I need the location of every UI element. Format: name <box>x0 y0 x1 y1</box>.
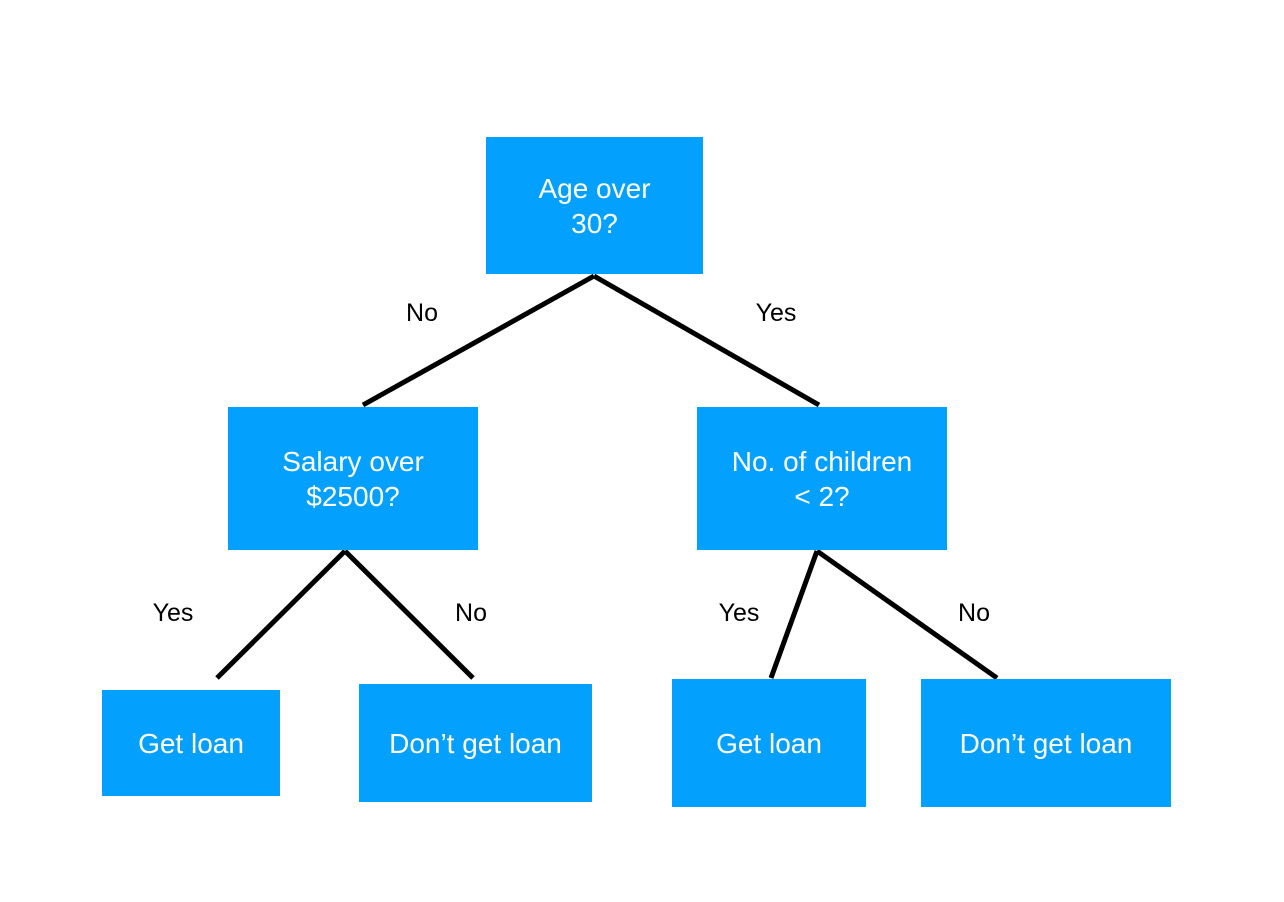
edge-label-root-yes: Yes <box>755 299 797 327</box>
decision-node-salary: Salary over $2500? <box>228 407 478 550</box>
edge-children-to-leaf3 <box>768 550 820 679</box>
leaf2-label: Don’t get loan <box>389 727 562 759</box>
decision-node-children: No. of children < 2? <box>697 407 947 550</box>
edge-children-to-leaf4 <box>815 548 999 681</box>
edge-label-salary-yes: Yes <box>152 599 194 627</box>
leaf-node-dont-get-loan-2: Don’t get loan <box>921 679 1171 807</box>
edge-root-to-children <box>592 273 821 408</box>
leaf-node-get-loan-2: Get loan <box>672 679 866 807</box>
edge-label-salary-no: No <box>455 599 487 627</box>
salary-node-label: Salary over $2500? <box>282 445 424 512</box>
edge-root-to-salary <box>361 273 596 408</box>
edge-label-children-yes: Yes <box>718 599 760 627</box>
root-node-age-over-30: Age over 30? <box>486 137 703 274</box>
root-node-label: Age over 30? <box>538 172 651 239</box>
leaf1-label: Get loan <box>138 727 244 759</box>
edge-salary-to-leaf2 <box>343 549 475 680</box>
leaf4-label: Don’t get loan <box>959 727 1133 759</box>
leaf-node-get-loan-1: Get loan <box>102 690 280 796</box>
leaf3-label: Get loan <box>716 727 822 759</box>
leaf-node-dont-get-loan-1: Don’t get loan <box>359 684 592 802</box>
edge-salary-to-leaf1 <box>215 549 347 680</box>
children-node-label: No. of children < 2? <box>731 445 913 512</box>
edge-label-root-no: No <box>406 299 438 327</box>
edge-label-children-no: No <box>958 599 990 627</box>
